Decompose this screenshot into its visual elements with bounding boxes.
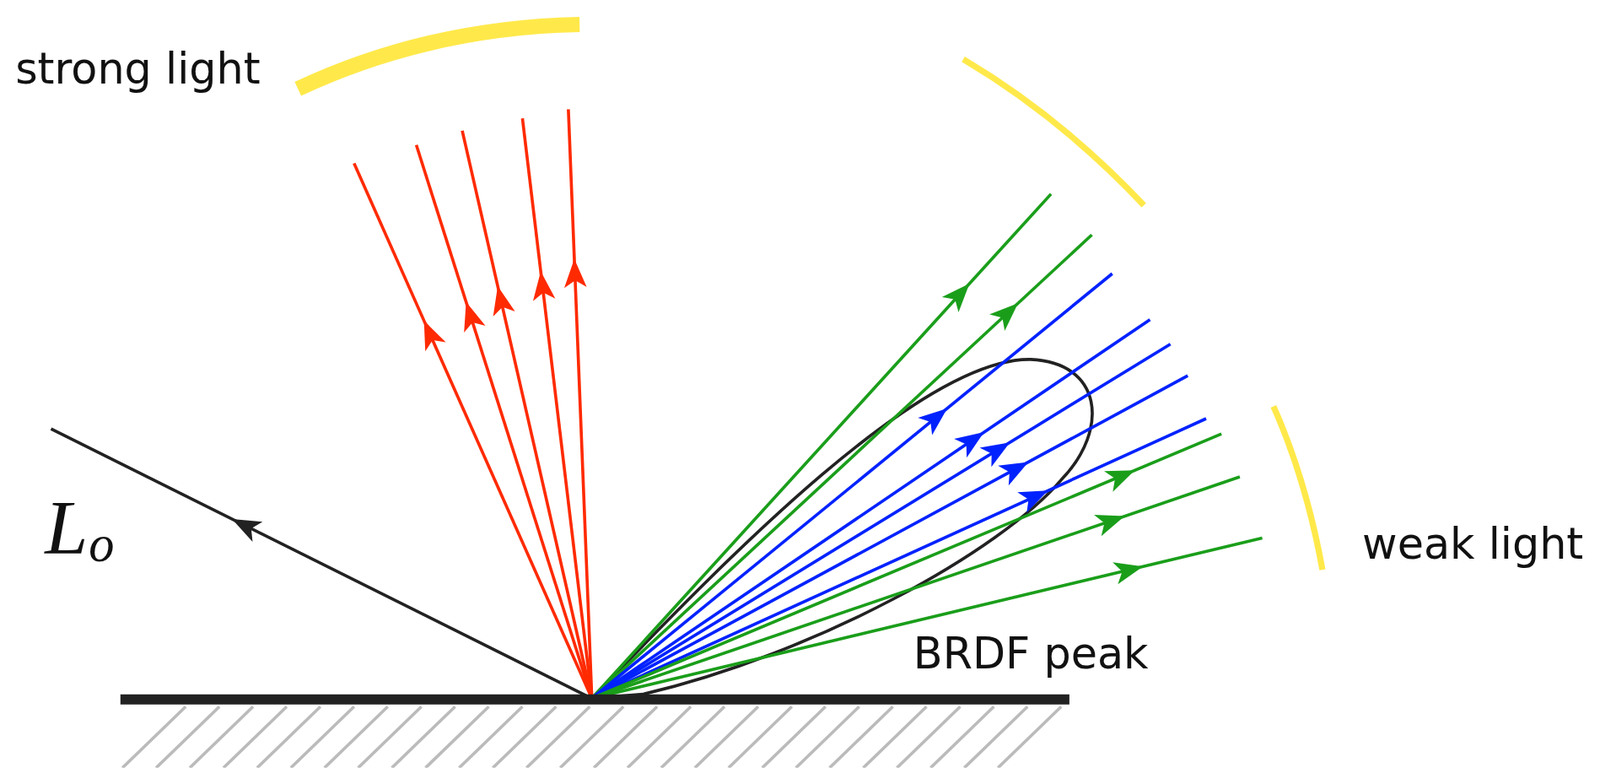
- lobe-label: BRDF peak: [913, 632, 1149, 676]
- rays: [50, 108, 1262, 698]
- ray: [592, 476, 1240, 699]
- hatch-stroke: [189, 705, 254, 768]
- arrowhead: [231, 518, 263, 542]
- hatch-stroke: [492, 705, 556, 768]
- hatch-stroke: [324, 705, 388, 768]
- surface-hatching: [122, 705, 1062, 768]
- ray: [354, 163, 593, 699]
- light-label: strong light: [15, 48, 260, 92]
- arrowhead: [1112, 561, 1143, 584]
- arrowhead: [463, 301, 485, 333]
- hatch-stroke: [593, 705, 658, 768]
- ray: [592, 433, 1222, 698]
- radiance-symbol: L: [44, 487, 88, 566]
- weak-light-arc: [963, 59, 1144, 205]
- hatch-stroke: [829, 705, 894, 768]
- hatch-stroke: [257, 705, 321, 768]
- hatch-stroke: [728, 705, 792, 768]
- hatch-stroke: [964, 705, 1028, 768]
- ray: [50, 428, 592, 698]
- ray: [416, 145, 593, 699]
- light-label: weak light: [1362, 522, 1584, 566]
- ray: [592, 319, 1151, 699]
- ray: [592, 344, 1171, 699]
- hatch-stroke: [930, 705, 994, 768]
- arrowhead: [989, 302, 1019, 331]
- ray: [592, 538, 1263, 699]
- hatch-stroke: [122, 705, 186, 768]
- arrowhead: [493, 285, 516, 317]
- ray: [592, 193, 1051, 699]
- hatch-stroke: [223, 705, 287, 768]
- hatch-stroke: [997, 705, 1062, 768]
- hatch-stroke: [694, 705, 759, 768]
- arrowhead: [980, 441, 1011, 467]
- surface: [120, 694, 1070, 705]
- arrowhead: [917, 408, 948, 436]
- arrowhead: [1093, 514, 1125, 536]
- ray: [592, 418, 1207, 698]
- hatch-stroke: [796, 705, 860, 768]
- hatch-stroke: [392, 705, 456, 768]
- arrowhead: [997, 461, 1029, 485]
- hatch-stroke: [762, 705, 826, 768]
- hatch-stroke: [627, 705, 691, 768]
- arrowhead: [1104, 469, 1135, 491]
- hatch-stroke: [863, 705, 927, 768]
- strong-light-arc: [297, 24, 580, 89]
- radiance-subscript: o: [88, 518, 114, 570]
- arrowhead: [564, 258, 588, 288]
- ray: [592, 375, 1189, 698]
- hatch-stroke: [526, 705, 590, 768]
- arrowhead: [942, 283, 970, 313]
- hatch-stroke: [156, 705, 220, 768]
- hatch-stroke: [560, 705, 624, 768]
- hatch-stroke: [458, 705, 523, 768]
- hatch-stroke: [358, 705, 422, 768]
- ray: [568, 108, 593, 698]
- hatch-stroke: [425, 705, 489, 768]
- arrowhead: [424, 320, 447, 351]
- weak-light-arc: [1273, 406, 1323, 571]
- ray: [592, 234, 1093, 698]
- hatch-stroke: [290, 705, 355, 768]
- hatch-stroke: [896, 705, 960, 768]
- arrowhead: [953, 431, 985, 458]
- arrowhead: [533, 271, 555, 302]
- hatch-stroke: [661, 705, 725, 768]
